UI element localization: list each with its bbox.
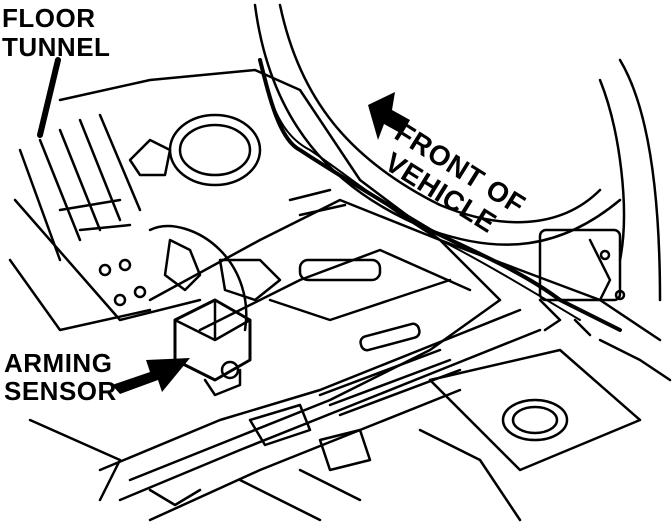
arming-sensor-label-line2: SENSOR: [4, 376, 117, 406]
floor-drain-plug: [501, 398, 569, 442]
floor-tunnel-label-line1: FLOOR: [2, 3, 96, 33]
tunnel-body: [128, 198, 502, 482]
floor-tunnel-leader-line: [37, 57, 61, 138]
door-sill-inner: [278, 3, 602, 224]
arming-sensor-label-line1: ARMING: [4, 348, 113, 378]
arming-sensor-arrow: [112, 358, 190, 394]
harness-channel: [98, 308, 522, 472]
pillar-right: [618, 58, 662, 302]
floor-panel-outline: [58, 68, 662, 342]
floor-tunnel-label-line2: TUNNEL: [2, 32, 111, 62]
front-direction-arrow: [368, 92, 410, 140]
pillar-right-inner: [598, 78, 626, 262]
